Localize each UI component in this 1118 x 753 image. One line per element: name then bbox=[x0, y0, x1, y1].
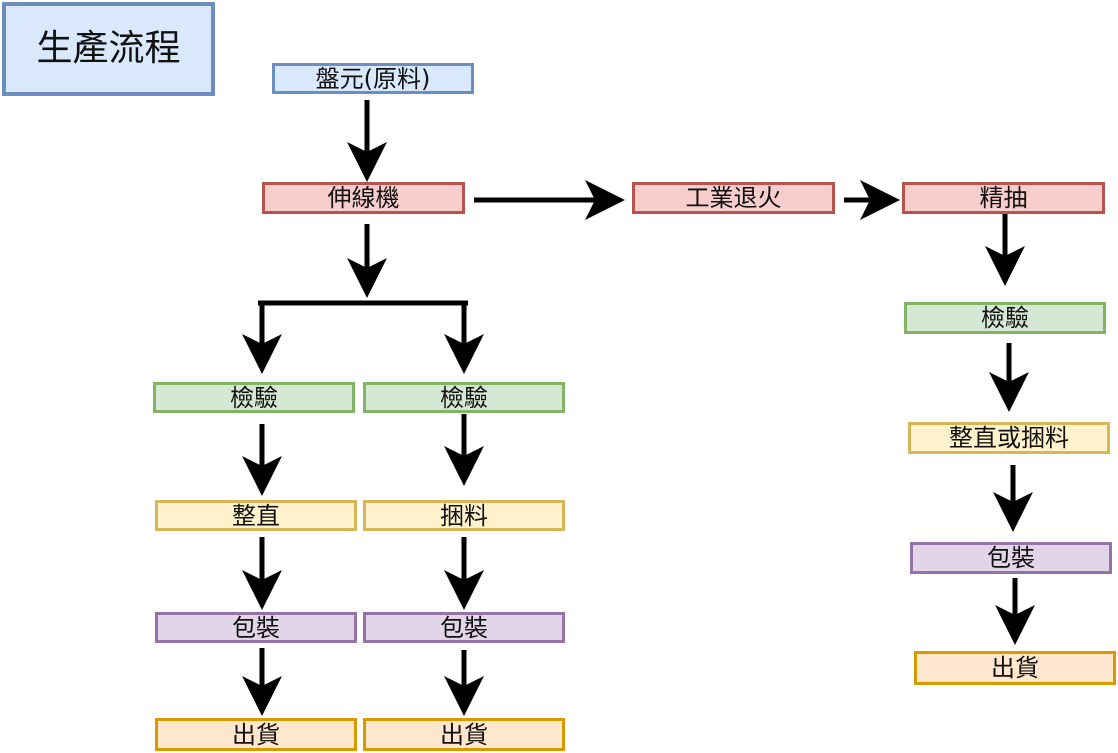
node-left-b-bundling: 捆料 bbox=[363, 500, 565, 531]
node-fine-drawing: 精抽 bbox=[902, 182, 1105, 214]
node-left-a-shipping: 出貨 bbox=[155, 718, 357, 751]
node-wire-drawing-machine: 伸線機 bbox=[262, 182, 465, 214]
node-left-a-straighten: 整直 bbox=[155, 500, 357, 531]
node-left-a-inspection: 檢驗 bbox=[153, 382, 355, 413]
node-right-straighten-or-bundle: 整直或捆料 bbox=[908, 422, 1110, 454]
node-left-b-packaging: 包裝 bbox=[363, 612, 565, 643]
node-industrial-annealing: 工業退火 bbox=[632, 182, 835, 214]
node-left-a-packaging: 包裝 bbox=[155, 612, 357, 643]
node-left-b-shipping: 出貨 bbox=[363, 718, 565, 751]
node-right-inspection: 檢驗 bbox=[904, 302, 1106, 334]
node-right-shipping: 出貨 bbox=[914, 651, 1116, 685]
page-title: 生產流程 bbox=[2, 2, 215, 96]
node-raw-material: 盤元(原料) bbox=[272, 63, 474, 94]
node-left-b-inspection: 檢驗 bbox=[363, 382, 565, 413]
node-right-packaging: 包裝 bbox=[910, 542, 1112, 574]
